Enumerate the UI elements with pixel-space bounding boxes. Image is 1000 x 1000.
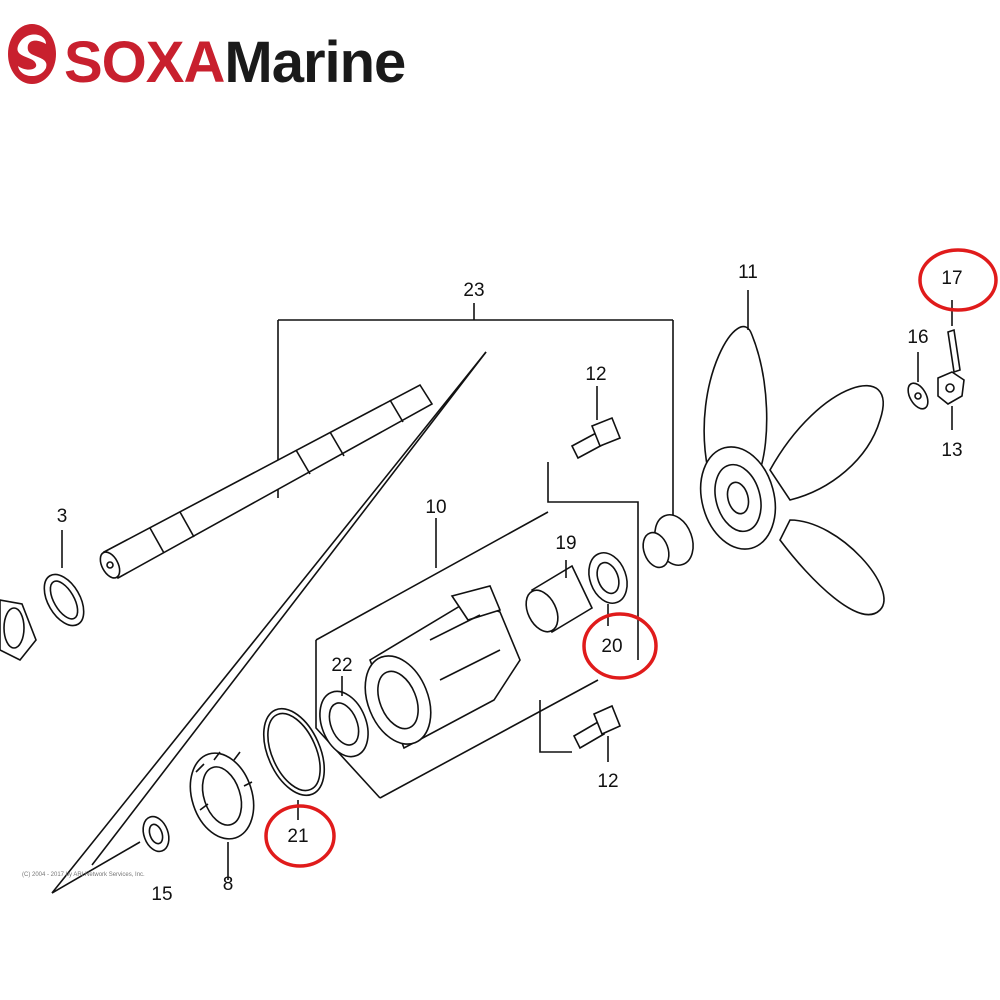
- callout-17: 17: [941, 268, 963, 289]
- soxa-marine-logo: SOXAMarine: [6, 18, 476, 94]
- callout-10: 10: [425, 497, 447, 518]
- part-19-bushing: [525, 560, 594, 634]
- part-13-nut: [937, 371, 965, 430]
- callout-16: 16: [907, 327, 929, 348]
- callout-22: 22: [331, 655, 353, 676]
- brand-word-soxa: SOXA: [64, 30, 225, 95]
- callout-21: 21: [287, 826, 309, 847]
- thrust-hub: [642, 514, 694, 569]
- callout-13: 13: [941, 440, 963, 461]
- bolt-12-lower: [572, 704, 622, 762]
- highlight-circle-17: [918, 248, 998, 312]
- callout-11: 11: [738, 262, 758, 283]
- part-17-cotter-pin: [947, 300, 961, 374]
- highlight-circle-20: [582, 612, 658, 680]
- part-15-washer: [142, 815, 170, 853]
- part-11-propeller: [699, 290, 885, 616]
- callout-15: 15: [151, 884, 173, 905]
- part-22-bearing: [319, 676, 369, 758]
- brand-word-marine: Marine: [224, 30, 406, 95]
- triangle-leader: [51, 351, 487, 894]
- propeller-shaft: [99, 383, 434, 580]
- part-3-ring: [43, 530, 85, 627]
- brand-wordmark: SOXAMarine: [64, 34, 406, 92]
- callout-8: 8: [222, 874, 234, 895]
- callout-12-lower: 12: [597, 771, 619, 792]
- part-21-o-ring: [262, 707, 326, 820]
- part-8-bevel-gear: [189, 751, 255, 880]
- callout-23: 23: [463, 280, 485, 301]
- swirl-logo-icon: [8, 24, 56, 84]
- callout-12-upper: 12: [585, 364, 607, 385]
- callout-19: 19: [555, 533, 577, 554]
- copyright-notice: (C) 2004 - 2017 by ARI Network Services,…: [22, 872, 145, 878]
- partial-gear-housing: [0, 599, 37, 662]
- bolt-12-upper: [570, 386, 622, 460]
- callout-20: 20: [601, 636, 623, 657]
- part-10-bearing-housing: [315, 462, 639, 799]
- bracket-23: [277, 303, 674, 518]
- highlight-circle-21: [264, 804, 336, 868]
- part-16-washer: [907, 352, 929, 410]
- callout-3: 3: [56, 506, 68, 527]
- part-20-oil-seal: [588, 552, 628, 626]
